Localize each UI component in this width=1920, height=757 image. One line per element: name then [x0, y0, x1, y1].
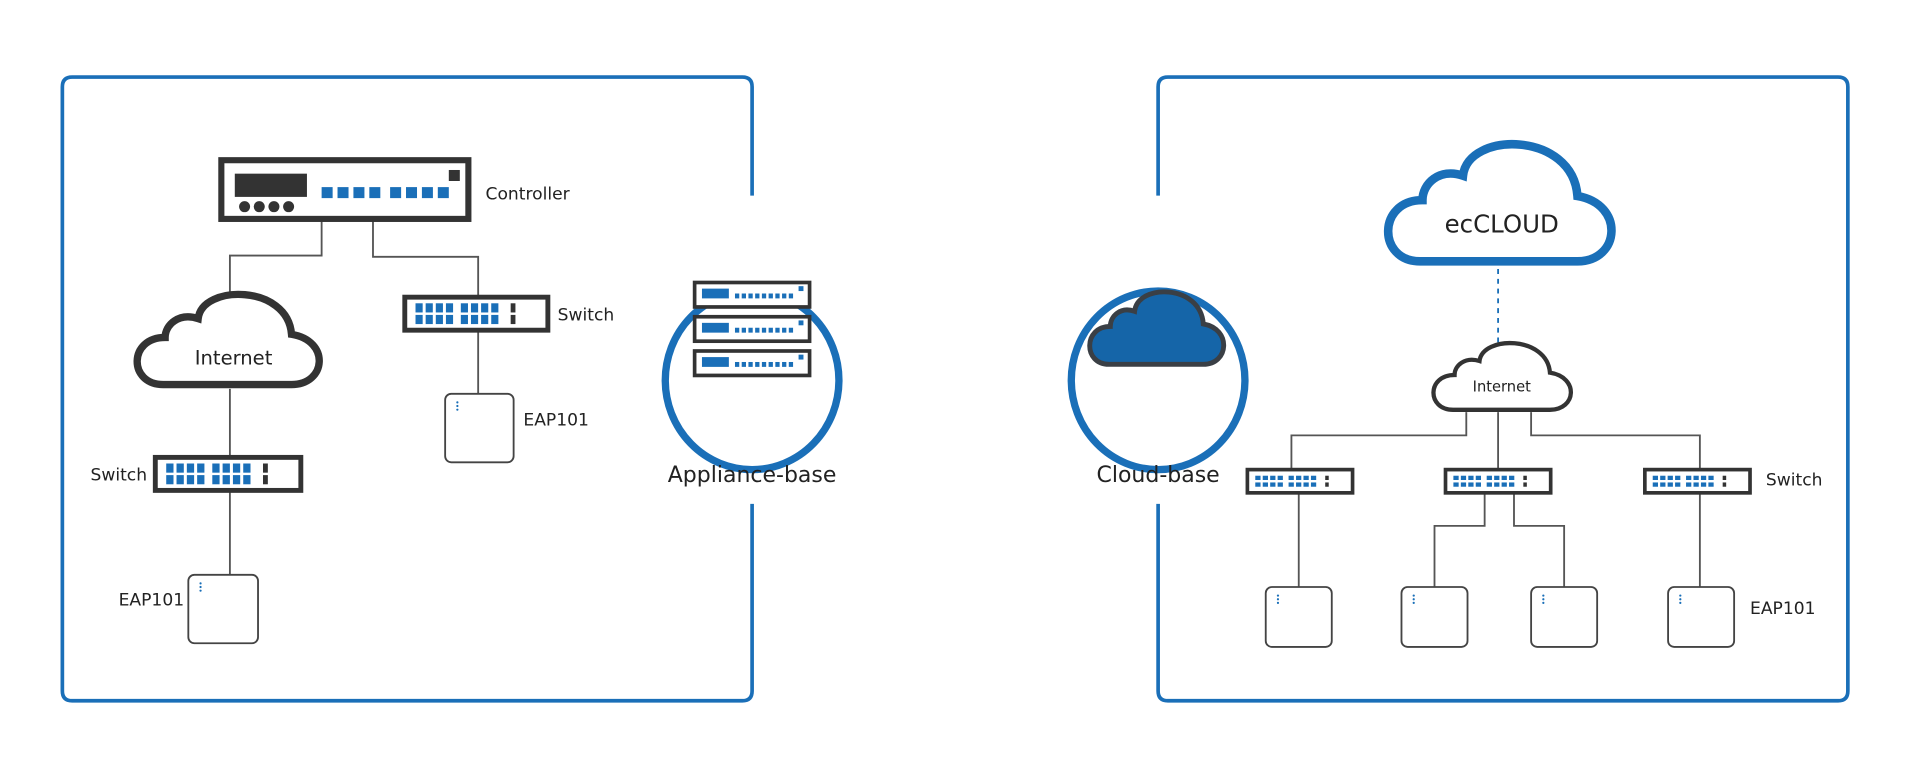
- server-stack-icon: [692, 280, 812, 378]
- port-led: [337, 187, 349, 199]
- access-point-eap101: [187, 573, 259, 645]
- port-led: [406, 187, 418, 199]
- cloud-base-title: Cloud-base: [1096, 463, 1219, 488]
- internet-cloud-icon: [1431, 341, 1573, 412]
- switch-device: [1443, 467, 1553, 495]
- port-led: [390, 187, 402, 199]
- port-led: [321, 187, 333, 199]
- access-point-eap101: [1530, 586, 1599, 648]
- port-led: [421, 187, 433, 199]
- access-point-eap101: [1667, 586, 1736, 648]
- internet-label-right: Internet: [1473, 378, 1531, 395]
- port-led: [353, 187, 365, 199]
- cloud-panel-frame: [1156, 75, 1850, 703]
- ap-label: EAP101: [523, 411, 589, 431]
- switch-device: [1643, 467, 1752, 495]
- appliance-panel-frame: [60, 75, 754, 703]
- ecloud-label: ecCLOUD: [1445, 209, 1559, 238]
- left-links: [228, 221, 480, 575]
- ap-label: EAP101: [119, 590, 185, 610]
- switch-label: Switch: [90, 466, 147, 486]
- controller-device: [218, 157, 472, 222]
- controller-label: Controller: [485, 184, 570, 204]
- switch-label: Switch: [558, 305, 615, 325]
- right-links: [1290, 412, 1701, 588]
- ecloud-icon: [1384, 140, 1616, 266]
- port-led: [437, 187, 449, 199]
- cloud-icon: [1087, 289, 1227, 367]
- access-point-eap101: [444, 392, 515, 464]
- internet-cloud-icon: [133, 290, 323, 389]
- ap-label: EAP101: [1750, 599, 1816, 619]
- switch-device: [1245, 467, 1355, 495]
- access-point-eap101: [1400, 586, 1469, 648]
- port-led: [369, 187, 381, 199]
- switch-device: [152, 454, 304, 493]
- switch-device: [402, 294, 551, 333]
- access-point-eap101: [1264, 586, 1333, 648]
- appliance-base-title: Appliance-base: [668, 463, 837, 488]
- switch-label: Switch: [1766, 471, 1823, 491]
- internet-label: Internet: [195, 346, 273, 369]
